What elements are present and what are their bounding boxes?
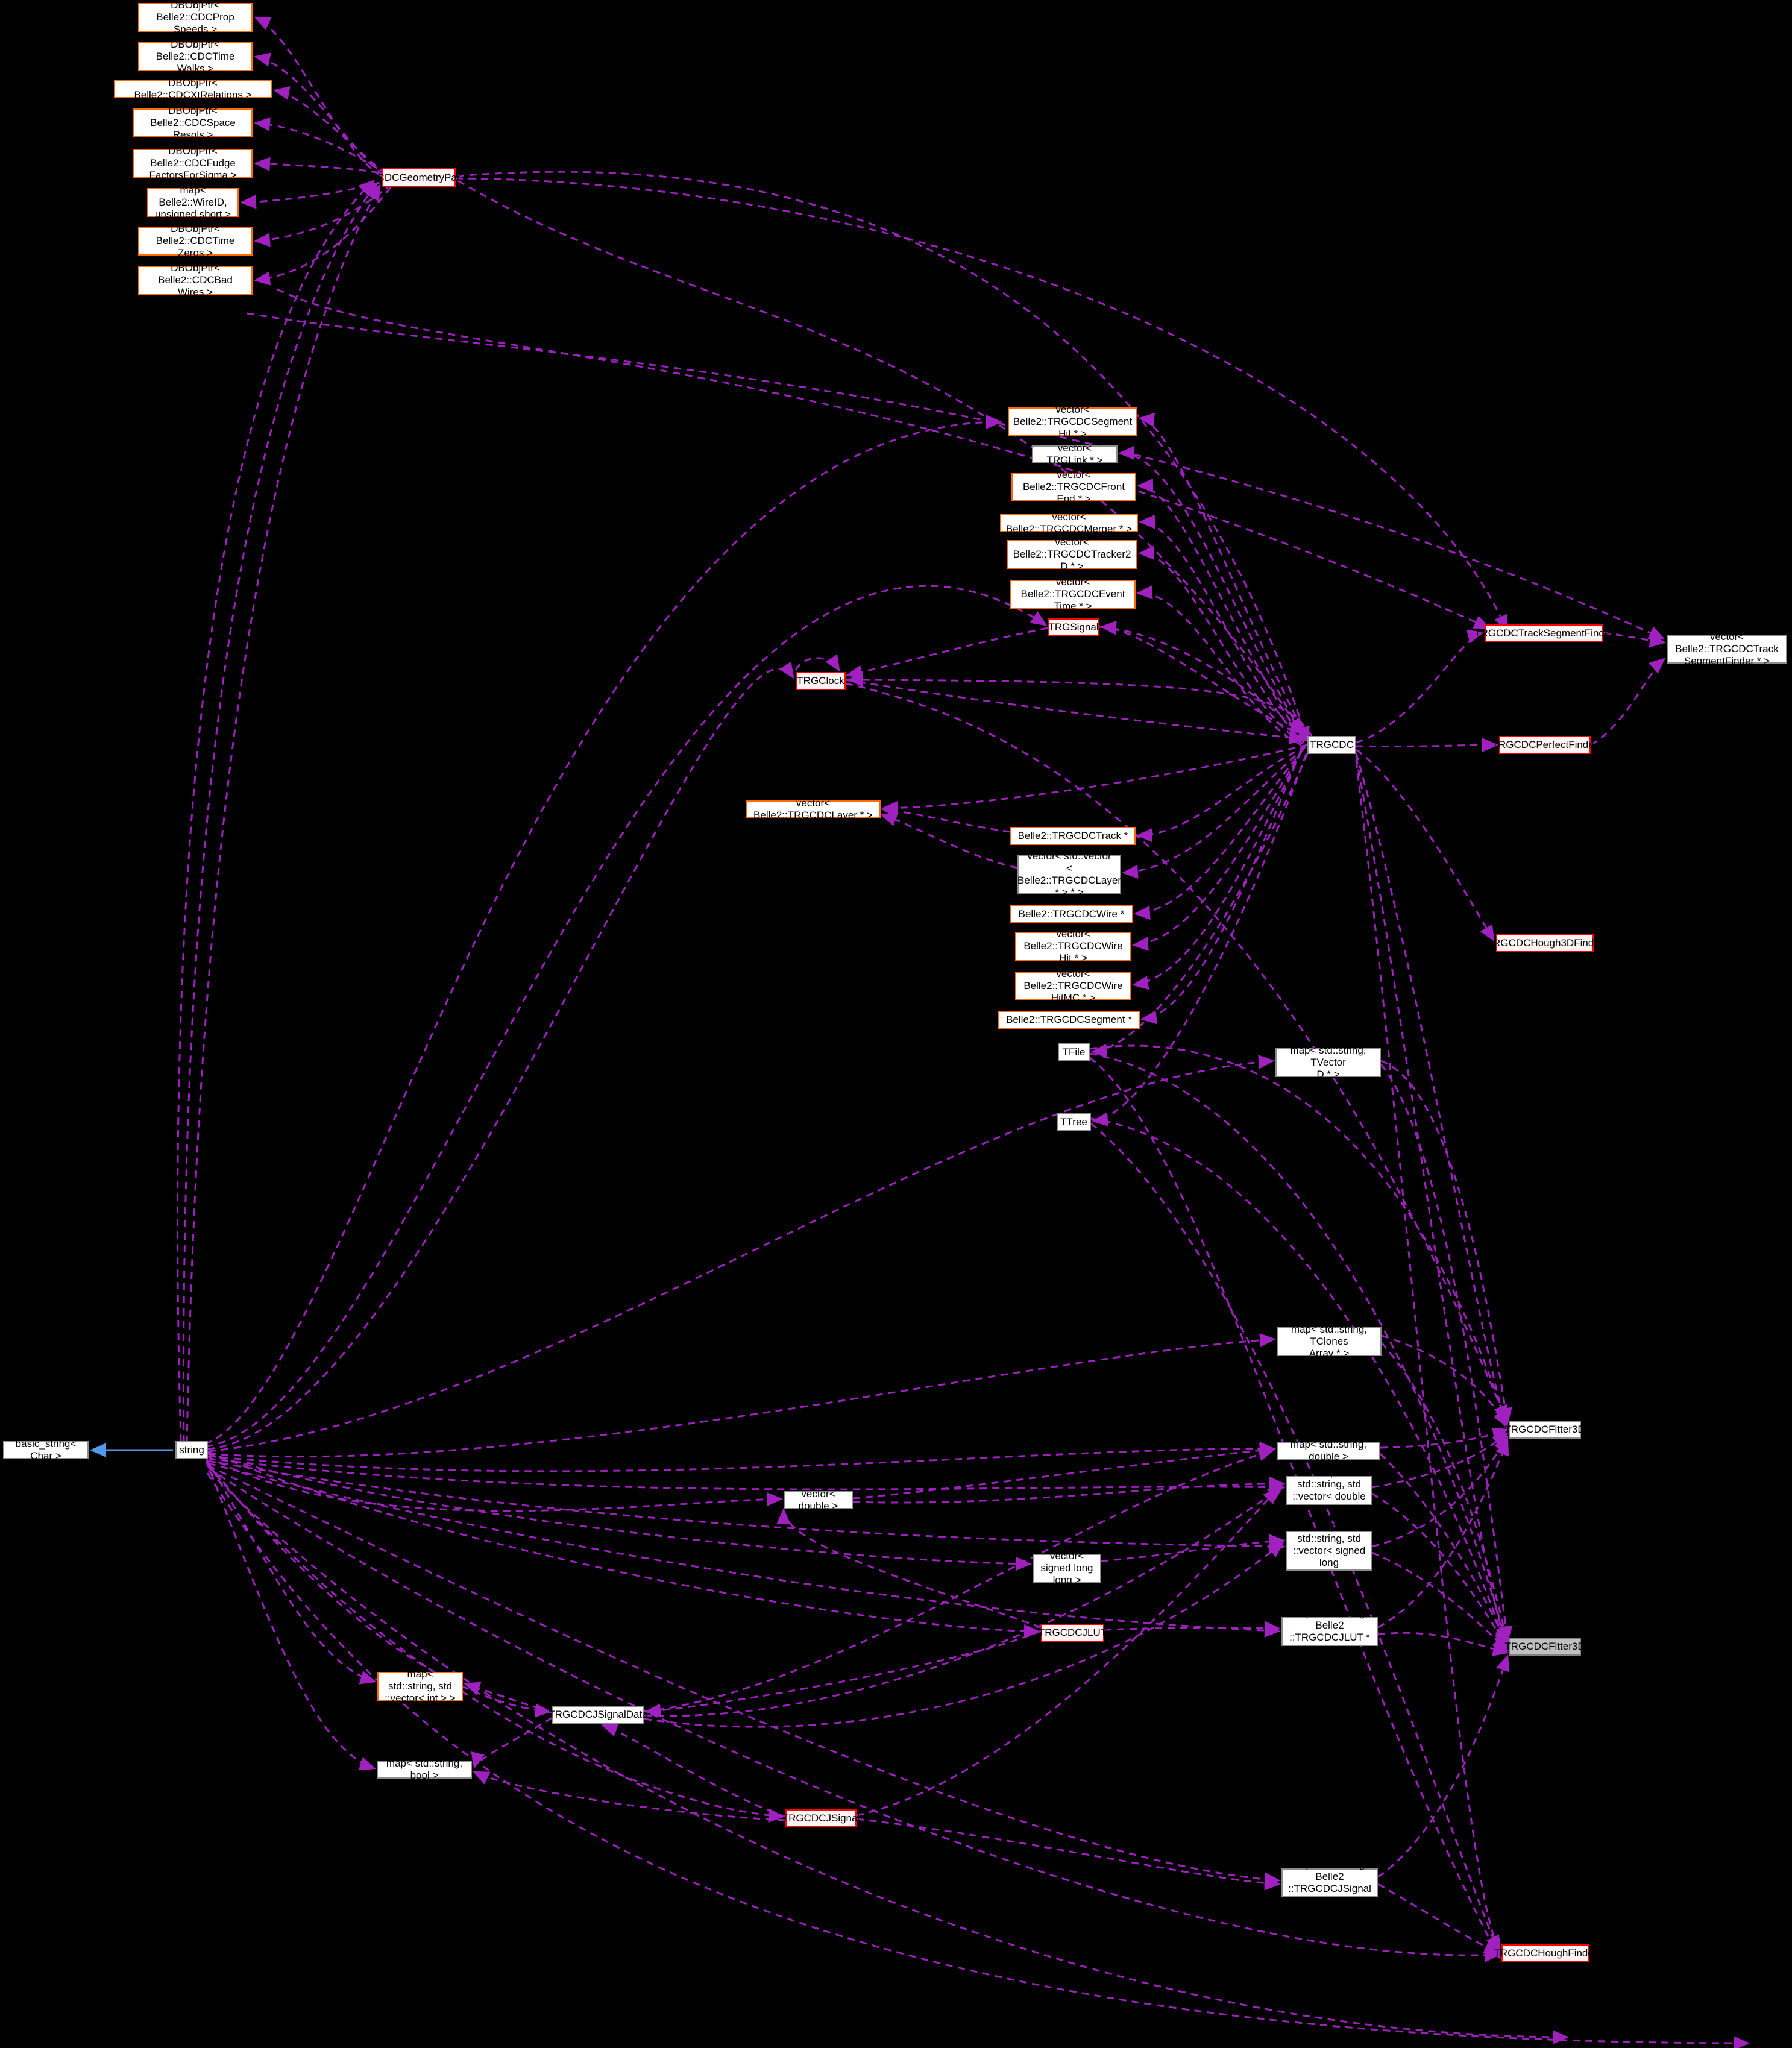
graph-node-vec-trgcdcwirehitmc[interactable]: vector< Belle2::TRGCDCWire HitMC * > [1015,968,1131,1004]
graph-node-vec-trgcdctracker2d[interactable]: vector< Belle2::TRGCDCTracker2 D * > [1007,536,1137,572]
graph-node-trgcdchough3dfinder[interactable]: TRGCDCHough3DFinder [1487,934,1603,952]
graph-node-vec-trgcdceventtime[interactable]: vector< Belle2::TRGCDCEvent Time * > [1010,576,1136,612]
graph-node-tfile[interactable]: TFile [1058,1043,1090,1061]
graph-node-trgcdctracksegmentfinder[interactable]: TRGCDCTrackSegmentFinder [1474,624,1614,642]
graph-node-trgcdcjsignal[interactable]: TRGCDCJSignal [782,1809,860,1827]
graph-node-dbobjptr-cdcpropspeeds[interactable]: DBObjPtr< Belle2::CDCProp Speeds > [138,0,253,35]
graph-node-vec-trgcdcwirehit[interactable]: vector< Belle2::TRGCDCWire Hit * > [1015,928,1131,964]
graph-node-trgcdchoughfinder[interactable]: TRGCDCHoughFinder [1494,1944,1597,1962]
graph-node-trgsignal[interactable]: TRGSignal [1048,618,1099,636]
graph-node-map-string-vec-signedlonglong[interactable]: map< std::string, std ::vector< signed l… [1286,1521,1372,1580]
graph-node-map-string-tclonesarray[interactable]: map< std::string, TClones Array * > [1277,1324,1382,1359]
graph-node-map-string-trgcdcjlut[interactable]: map< std::string, Belle2 ::TRGCDCJLUT * … [1281,1607,1378,1655]
graph-node-trgcdcfitter3d-current[interactable]: TRGCDCFitter3D [1504,1638,1585,1656]
graph-node-trgcdcfitter3d-ref[interactable]: TRGCDCFitter3D [1504,1421,1585,1439]
graph-node-vec-trgcdcsegmenthit[interactable]: vector< Belle2::TRGCDCSegment Hit * > [1008,404,1137,439]
graph-node-map-string-vec-int[interactable]: map< std::string, std ::vector< int > > [377,1668,463,1704]
graph-node-vec-trgcdctrack[interactable]: vector< Belle2::TRGCDCTrack * > [1010,818,1136,853]
graph-node-map-string-bool[interactable]: map< std::string, bool > [377,1757,472,1781]
graph-node-trgclock[interactable]: TRGClock [796,672,846,690]
graph-node-map-wireid-ushort[interactable]: map< Belle2::WireID, unsigned short > [147,184,239,220]
graph-node-map-string-vec-double[interactable]: map< std::string, std ::vector< double >… [1286,1466,1372,1514]
graph-node-vec-trgcdcsegment[interactable]: vector< Belle2::TRGCDCSegment * > [998,1002,1140,1037]
graph-node-map-string-double[interactable]: map< std::string, double > [1277,1439,1380,1462]
graph-node-vec-trglink[interactable]: vector< TRGLink * > [1032,442,1118,466]
graph-node-dbobjptr-cdcspaceresols[interactable]: DBObjPtr< Belle2::CDCSpace Resols > [133,105,253,140]
graph-node-vec-double[interactable]: vector< double > [784,1488,853,1512]
graph-node-dbobjptr-cdcbadwires[interactable]: DBObjPtr< Belle2::CDCBad Wires > [138,262,253,298]
graph-node-basic-string-char[interactable]: basic_string< Char > [3,1438,89,1462]
graph-node-vec-trgcdcmerger[interactable]: vector< Belle2::TRGCDCMerger * > [1000,511,1138,535]
graph-node-dbobjptr-cdcxtrelations[interactable]: DBObjPtr< Belle2::CDCXtRelations > [114,77,272,101]
graph-node-map-string-trgcdcjsignal[interactable]: map< std::string, Belle2 ::TRGCDCJSignal… [1281,1859,1378,1906]
graph-node-trgcdcjsignaldata[interactable]: TRGCDCJSignalData [549,1706,648,1724]
graph-node-trgcdcjlut[interactable]: TRGCDCJLUT [1039,1624,1107,1642]
graph-node-dbobjptr-cdctimewalks[interactable]: DBObjPtr< Belle2::CDCTime Walks > [138,39,253,74]
graph-node-trgcdc[interactable]: TRGCDC [1307,736,1356,754]
graph-node-map-string-tvectord[interactable]: map< std::string, TVector D * > [1275,1044,1381,1080]
graph-node-vec-vec-trgcdclayer[interactable]: vector< std::vector < Belle2::TRGCDCLaye… [1017,850,1121,899]
graph-node-dbobjptr-cdctimezeros[interactable]: DBObjPtr< Belle2::CDCTime Zeros > [138,223,253,259]
graph-node-vec-signedlonglong[interactable]: vector< signed long long > [1033,1550,1101,1586]
graph-node-vec-trgcdclayer[interactable]: vector< Belle2::TRGCDCLayer * > [746,797,881,821]
graph-node-ttree[interactable]: TTree [1057,1113,1091,1131]
graph-node-vec-trgcdcfrontend[interactable]: vector< Belle2::TRGCDCFront End * > [1011,469,1136,504]
graph-node-vec-trgcdcwire[interactable]: vector< Belle2::TRGCDCWire * > [1010,896,1133,932]
graph-node-vec-trgcdctracksegmentfinder[interactable]: vector< Belle2::TRGCDCTrack SegmentFinde… [1667,631,1787,667]
graph-node-string[interactable]: string [175,1441,208,1459]
graph-node-trgcdcperfectfinder[interactable]: TRGCDCPerfectFinder [1492,736,1597,754]
graph-node-dbobjptr-cdcfudgefactors[interactable]: DBObjPtr< Belle2::CDCFudge FactorsForSig… [133,145,253,181]
graph-node-cdcgeometrypar[interactable]: CDCGeometryPar [377,168,460,187]
